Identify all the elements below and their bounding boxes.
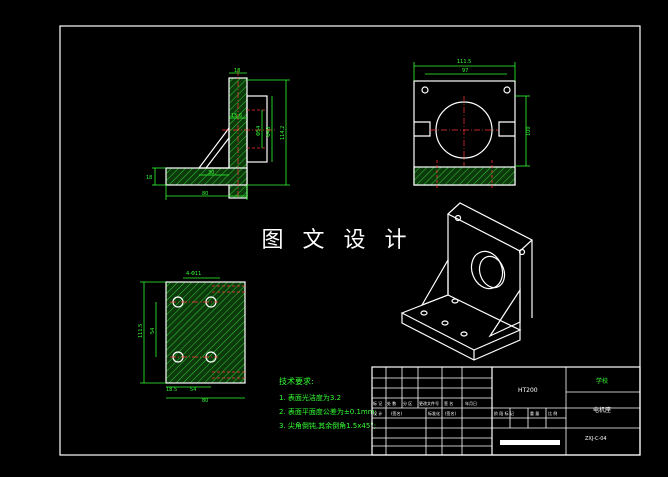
watermark-text: 图 文 设 计 <box>261 228 413 253</box>
dim-pitch-h: 54 <box>190 387 196 393</box>
top-view: 4-Φ11 111.5 54 18.5 54 80 <box>138 271 246 404</box>
tb-drawing-name: 电机座 <box>593 406 611 414</box>
technical-requirements: 技术要求: 1. 表面光洁度为3.2 2. 表面平面度公差为±0.1mm; 3.… <box>279 376 377 430</box>
drawing-border <box>59 25 641 456</box>
dim-left-off: 18.5 <box>166 387 177 393</box>
dim-mid-b: Φ54 <box>256 126 262 136</box>
note-2: 2. 表面平面度公差为±0.1mm; <box>279 407 377 416</box>
isometric-view <box>400 202 534 361</box>
title-block <box>371 366 641 456</box>
tb-col-3: 更改文件号 <box>419 400 439 406</box>
mount-hole-left <box>421 86 429 94</box>
dim-base-thickness: 18 <box>146 175 152 181</box>
side-base-section <box>413 166 516 186</box>
dim-bore-dia: Φ48 <box>266 127 272 137</box>
bore-boss <box>246 95 268 163</box>
tb-company: 学校 <box>596 377 608 385</box>
tb-stage-0: 阶 段 标 记 <box>494 410 514 416</box>
dim-holes: 4-Φ11 <box>186 271 201 277</box>
dim-mid-a: 15.6 <box>231 113 242 119</box>
dim-top-width: 80 <box>202 398 208 404</box>
dim-right-height: 114.2 <box>280 126 286 140</box>
dim-rib: 30 <box>208 170 214 176</box>
tb-col-0: 标 记 <box>373 400 382 406</box>
tb-design-0: 设 计 <box>373 410 382 416</box>
tb-design-2: 标准化 <box>428 410 440 416</box>
front-section-view: 18 114.2 Φ48 Φ54 15.6 30 18 80 <box>146 68 290 200</box>
tb-col-4: 签 名 <box>444 400 453 406</box>
mount-hole-right <box>503 86 511 94</box>
dim-side-height: 100 <box>526 126 532 136</box>
tb-stage-2: 比 例 <box>548 410 557 416</box>
tb-col-1: 处 数 <box>387 400 396 406</box>
dim-hole-pitch: 97 <box>462 68 468 74</box>
note-1: 1. 表面光洁度为3.2 <box>279 393 341 402</box>
tb-stage-1: 重 量 <box>530 410 539 416</box>
tb-material: HT200 <box>518 387 538 394</box>
tb-col-5: 年月日 <box>465 400 477 406</box>
tb-design-1: (签名) <box>391 410 403 416</box>
tb-drawing-number: ZXJ-C-04 <box>585 436 607 442</box>
base-plate-section <box>165 167 248 186</box>
iso-bore <box>470 250 504 290</box>
dim-top-thickness: 18 <box>234 68 240 74</box>
tb-col-2: 分 区 <box>403 400 412 406</box>
notes-title: 技术要求: <box>279 376 314 386</box>
tb-design-3: (签名) <box>445 410 457 416</box>
side-view: 111.5 97 100 <box>413 59 532 190</box>
dim-base-length: 80 <box>202 191 208 197</box>
top-plate <box>165 281 246 384</box>
rib <box>197 126 230 169</box>
note-3: 3. 尖角倒钝,其余倒角1.5x45°; <box>279 421 376 430</box>
dim-top-pitch: 54 <box>150 328 156 334</box>
dim-overall-width: 111.5 <box>457 59 471 65</box>
dim-top-height: 111.5 <box>138 324 144 338</box>
title-block-text: 标 记 处 数 分 区 更改文件号 签 名 年月日 设 计 (签名) 标准化 (… <box>373 377 611 442</box>
